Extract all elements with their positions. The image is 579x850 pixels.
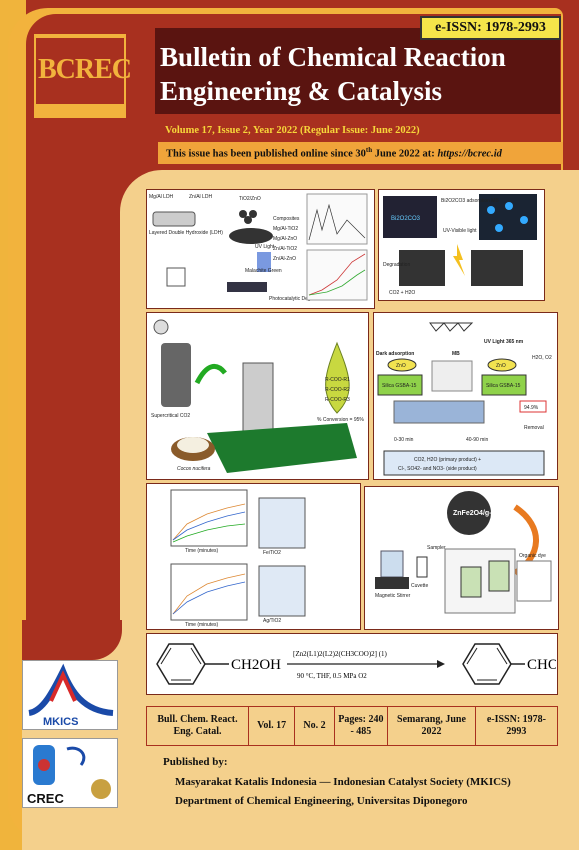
svg-text:Mg/Al-TiO2: Mg/Al-TiO2 <box>273 226 298 232</box>
svg-text:Supercritical CO2: Supercritical CO2 <box>151 413 190 419</box>
figure-znfe2o4-gc3n4: ZnFe2O4/g-C3N4 Magnetic Stirrer Cuvette … <box>364 486 559 630</box>
publisher-mkics: Masyarakat Katalis Indonesia — Indonesia… <box>175 776 511 788</box>
svg-text:Sampler: Sampler <box>427 545 446 551</box>
svg-text:Fe/TiO2: Fe/TiO2 <box>263 550 281 556</box>
figure-bi2o2co3: Bi2O2CO3 Bi2O2CO3 adsorption MB UV-Visib… <box>378 189 545 301</box>
figure-fe-ag-tio2: Time (minutes) Time (minutes) Fe/TiO2 Ag… <box>146 483 361 630</box>
journal-info-table: Bull. Chem. React. Eng. Catal. Vol. 17 N… <box>146 706 558 746</box>
svg-text:R-COO-R1: R-COO-R1 <box>325 377 350 383</box>
figure-zno-sba15: Dark adsorption MB UV Light 365 nm ZnO Z… <box>373 312 558 480</box>
crec-logo: CREC <box>22 738 118 808</box>
svg-text:Degradation: Degradation <box>383 262 410 268</box>
publisher-diponegoro: Department of Chemical Engineering, Univ… <box>175 795 468 807</box>
svg-text:CH2OH: CH2OH <box>231 657 281 673</box>
info-place-date: Semarang, June 2022 <box>388 707 476 745</box>
svg-text:TiO2/ZnO: TiO2/ZnO <box>239 196 261 202</box>
info-abbrev: Bull. Chem. React. Eng. Catal. <box>147 707 249 745</box>
svg-text:ZnFe2O4/g-C3N4: ZnFe2O4/g-C3N4 <box>453 510 510 517</box>
svg-text:CHO: CHO <box>527 657 556 673</box>
svg-text:0-30 min: 0-30 min <box>394 437 414 443</box>
info-pages: Pages: 240 - 485 <box>335 707 389 745</box>
svg-text:ZnO: ZnO <box>396 363 406 369</box>
svg-text:Bi2O2CO3: Bi2O2CO3 <box>391 216 421 222</box>
svg-text:[Zn2(L1)2(L2)2(CH3COO)2] (1): [Zn2(L1)2(L2)2(CH3COO)2] (1) <box>293 650 388 658</box>
reaction-scheme: CH2OH [Zn2(L1)2(L2)2(CH3COO)2] (1) 90 °C… <box>146 633 559 695</box>
panel-notch <box>22 620 122 660</box>
svg-text:CO2, H2O (primary product) +: CO2, H2O (primary product) + <box>414 457 481 463</box>
svg-text:Mg/Al LDH: Mg/Al LDH <box>149 194 174 200</box>
svg-text:UV Light: UV Light <box>255 244 275 250</box>
svg-text:Malachite Green: Malachite Green <box>245 268 282 274</box>
svg-text:Time (minutes): Time (minutes) <box>185 622 218 628</box>
svg-text:94.9%: 94.9% <box>524 405 539 411</box>
svg-text:Zn/Al-TiO2: Zn/Al-TiO2 <box>273 246 297 252</box>
svg-text:CREC: CREC <box>27 791 64 806</box>
svg-text:Cocos nucifera: Cocos nucifera <box>177 466 211 472</box>
svg-text:Dark adsorption: Dark adsorption <box>376 351 414 357</box>
svg-text:CO2 + H2O: CO2 + H2O <box>389 290 415 296</box>
info-eissn: e-ISSN: 1978-2993 <box>486 714 546 737</box>
svg-text:R-COO-R3: R-COO-R3 <box>325 397 350 403</box>
svg-text:Cl-, SO42- and NO3- (side prod: Cl-, SO42- and NO3- (side product) <box>398 466 477 472</box>
volume-line: Volume 17, Issue 2, Year 2022 (Regular I… <box>165 125 420 136</box>
bcrec-logo-inner <box>36 38 124 104</box>
svg-text:ZnO: ZnO <box>496 363 506 369</box>
svg-text:Zn/Al LDH: Zn/Al LDH <box>189 194 212 200</box>
svg-text:Silica GSBA-15: Silica GSBA-15 <box>486 383 521 389</box>
svg-text:Silica GSBA-15: Silica GSBA-15 <box>382 383 417 389</box>
journal-title: Bulletin of Chemical Reaction Engineerin… <box>160 42 506 106</box>
svg-text:Organic dye: Organic dye <box>519 553 546 559</box>
svg-text:40-90 min: 40-90 min <box>466 437 488 443</box>
svg-text:Mg/Al-ZnO: Mg/Al-ZnO <box>273 236 297 242</box>
svg-text:Ag/TiO2: Ag/TiO2 <box>263 618 281 624</box>
svg-text:90 °C, THF, 0.5 MPa O2: 90 °C, THF, 0.5 MPa O2 <box>297 672 367 680</box>
svg-text:% Conversion = 95%: % Conversion = 95% <box>317 417 364 423</box>
svg-text:Time (minutes): Time (minutes) <box>185 548 218 554</box>
figure-coconut-transesterification: Supercritical CO2 Cocos nucifera R-COO-R… <box>146 312 369 480</box>
svg-text:Zn/Al-ZnO: Zn/Al-ZnO <box>273 256 296 262</box>
svg-text:MB: MB <box>452 351 460 357</box>
svg-text:Composites: Composites <box>273 216 300 222</box>
published-by-heading: Published by: <box>163 756 228 768</box>
info-number: No. 2 <box>295 707 335 745</box>
svg-text:Photocatalytic Degradation: Photocatalytic Degradation <box>269 296 329 302</box>
svg-text:Magnetic Stirrer: Magnetic Stirrer <box>375 593 411 599</box>
svg-text:UV-Visible light: UV-Visible light <box>443 228 477 234</box>
journal-url[interactable]: https://bcrec.id <box>437 148 502 160</box>
svg-text:UV Light 365 nm: UV Light 365 nm <box>484 339 524 345</box>
issn-badge: e-ISSN: 1978-2993 <box>420 16 561 40</box>
bcrec-logo-text: BCREC <box>38 54 132 85</box>
title-block <box>155 28 560 114</box>
svg-text:Bi2O2CO3 adsorption MB: Bi2O2CO3 adsorption MB <box>441 198 499 204</box>
mkics-logo: MKICS <box>22 660 118 730</box>
online-publication-bar: This issue has been published online sin… <box>158 142 563 164</box>
info-volume: Vol. 17 <box>249 707 296 745</box>
svg-text:MKICS: MKICS <box>43 716 78 728</box>
figure-ldh-composites: Mg/Al LDH Zn/Al LDH TiO2/ZnO Layered Dou… <box>146 189 375 309</box>
svg-text:Removal: Removal <box>524 425 544 431</box>
svg-text:Layered Double Hydroxide (LDH): Layered Double Hydroxide (LDH) <box>149 230 223 236</box>
svg-text:Cuvette: Cuvette <box>411 583 428 589</box>
svg-text:H2O, O2: H2O, O2 <box>532 355 552 361</box>
svg-text:R-COO-R2: R-COO-R2 <box>325 387 350 393</box>
